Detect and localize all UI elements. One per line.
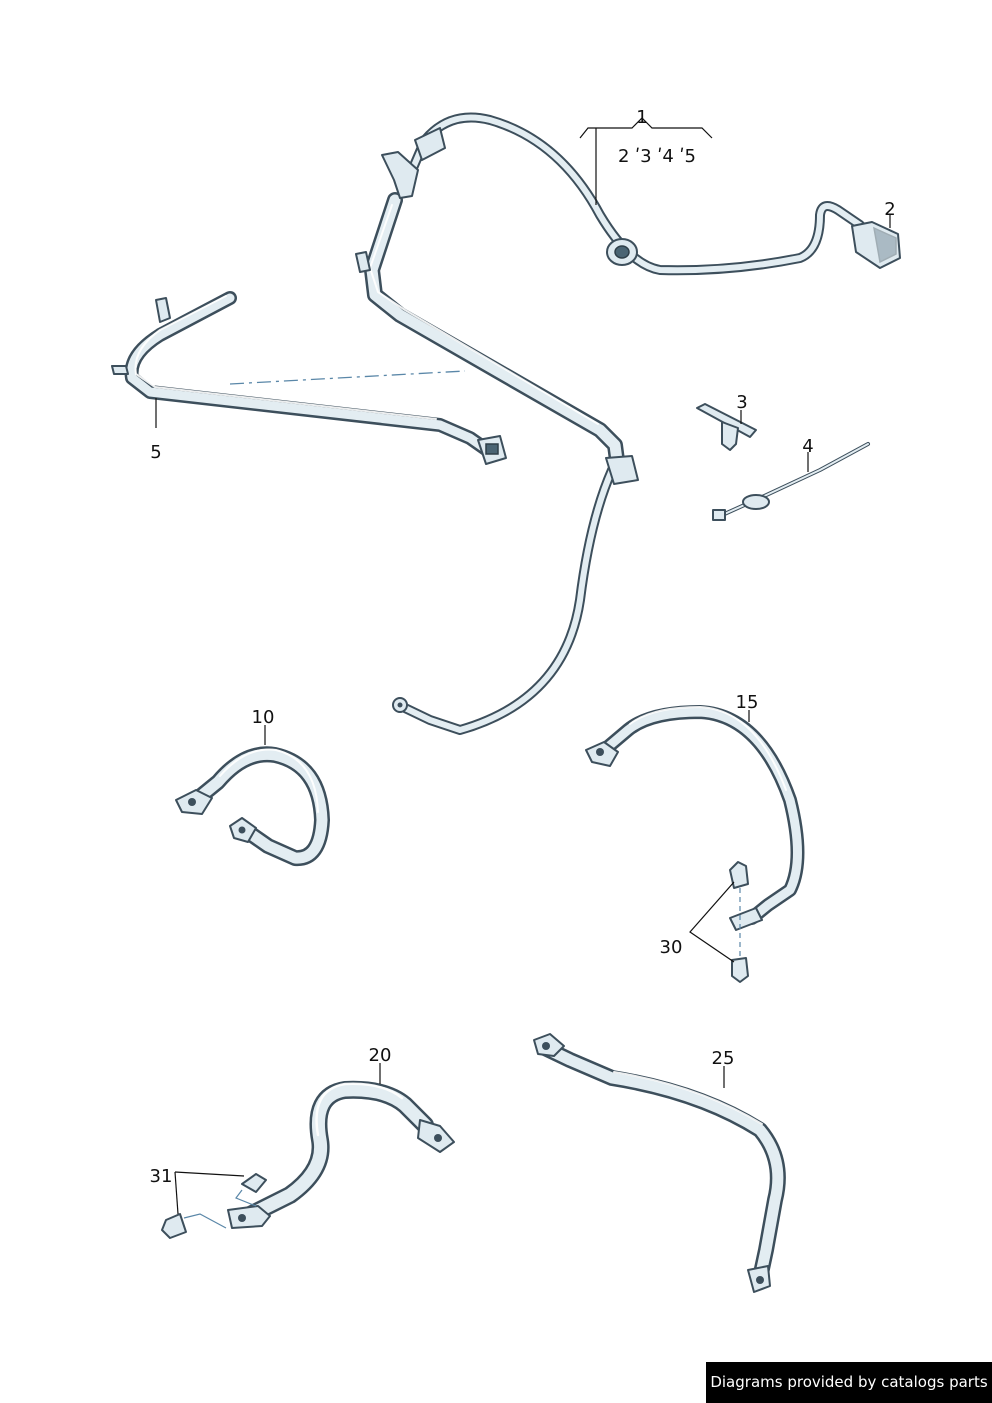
callout-30: 30 xyxy=(660,937,683,958)
part-25-cable xyxy=(533,1033,786,1293)
callout-1: 1 xyxy=(636,107,647,128)
callout-4: 4 xyxy=(802,436,813,457)
callout-20: 20 xyxy=(369,1045,392,1066)
alignment-dash-line xyxy=(229,370,466,385)
part-4-cable-tie xyxy=(712,442,870,521)
callout-3: 3 xyxy=(736,392,747,413)
callout-5: 5 xyxy=(150,442,161,463)
part-20-cable xyxy=(161,1080,455,1239)
credit-banner[interactable]: Diagrams provided by catalogs parts xyxy=(706,1362,992,1403)
part-1-wiring-harness xyxy=(355,112,901,735)
part-10-earth-strap xyxy=(175,746,330,867)
callout-10: 10 xyxy=(252,707,275,728)
callout-31: 31 xyxy=(150,1166,173,1187)
callout-2: 2 xyxy=(884,199,895,220)
callout-15: 15 xyxy=(736,692,759,713)
part-3-clip xyxy=(696,403,757,451)
callout-25: 25 xyxy=(712,1048,735,1069)
part-15-cable xyxy=(585,705,805,983)
leader-lines xyxy=(155,117,891,1215)
part-5-channel-bracket xyxy=(111,291,507,465)
callout-1-subparts: 2 ʹ3 ʹ4 ʹ5 xyxy=(618,146,696,167)
